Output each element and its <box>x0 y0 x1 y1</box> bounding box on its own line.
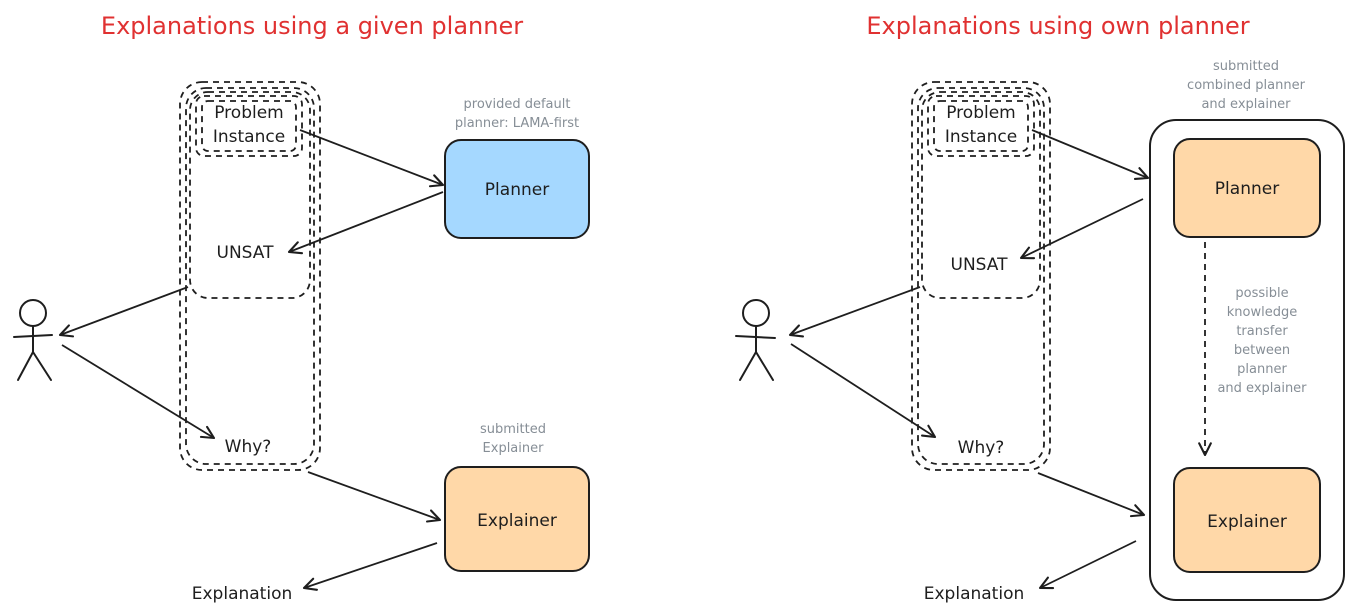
right-problem-label-2: Instance <box>945 127 1017 147</box>
right-unsat-label: UNSAT <box>951 255 1009 275</box>
right-explainer-box <box>1173 467 1321 573</box>
right-transfer-note-3: transfer <box>1236 324 1288 339</box>
left-problem-box <box>195 95 303 157</box>
right-problem-box-inner <box>933 100 1029 152</box>
left-title: Explanations using a given planner <box>101 12 523 40</box>
right-arrow-problem-to-planner <box>1031 129 1150 180</box>
left-explainer-note-1: submitted <box>480 422 546 437</box>
left-input-group <box>189 91 311 299</box>
right-explanation-label: Explanation <box>924 584 1025 604</box>
left-planner-label: Planner <box>485 180 549 200</box>
right-planner-box <box>1173 138 1321 238</box>
left-explanation-label: Explanation <box>192 584 293 604</box>
right-arrow-user-to-why <box>790 343 937 439</box>
left-explainer-note-2: Explainer <box>483 441 545 456</box>
left-arrow-problem-to-planner <box>299 129 445 188</box>
left-unsat-label: UNSAT <box>217 243 275 263</box>
right-problem-box <box>927 95 1035 157</box>
right-explainer-label: Explainer <box>1207 512 1287 532</box>
left-outer-dashed-container-inner <box>185 87 315 465</box>
left-outer-dashed-container <box>179 81 321 471</box>
right-combined-note-1: submitted <box>1213 59 1279 74</box>
right-arrow-unsat-to-user <box>788 286 921 338</box>
left-problem-box-inner <box>201 100 297 152</box>
left-planner-box <box>444 139 590 239</box>
right-transfer-note-6: and explainer <box>1217 381 1307 396</box>
right-planner-label: Planner <box>1215 179 1279 199</box>
right-combined-note-2: combined planner <box>1187 78 1306 93</box>
left-user-icon <box>13 299 53 381</box>
left-arrow-user-to-why <box>61 344 216 440</box>
left-planner-note-1: provided default <box>464 97 571 112</box>
right-combined-note-3: and explainer <box>1201 97 1291 112</box>
right-user-icon <box>735 299 776 381</box>
left-explainer-label: Explainer <box>477 511 557 531</box>
left-arrow-planner-to-unsat <box>287 191 444 255</box>
right-outer-dashed-container <box>911 81 1051 471</box>
right-problem-label-1: Problem <box>946 103 1016 123</box>
left-problem-label-1: Problem <box>214 103 284 123</box>
left-explainer-box <box>444 466 590 572</box>
left-problem-label-2: Instance <box>213 127 285 147</box>
right-transfer-note-1: possible <box>1235 286 1288 301</box>
left-why-label: Why? <box>225 437 272 457</box>
right-arrow-combined-to-explanation <box>1038 540 1137 590</box>
left-arrow-why-to-explainer <box>307 471 442 523</box>
left-arrow-explainer-to-explanation <box>302 542 438 591</box>
right-combined-container <box>1149 119 1345 601</box>
right-transfer-note-2: knowledge <box>1227 305 1297 320</box>
left-planner-note-2: planner: LAMA-first <box>455 116 579 131</box>
right-transfer-note-4: between <box>1234 343 1290 358</box>
right-transfer-note-5: planner <box>1237 362 1287 377</box>
right-arrow-planner-to-unsat <box>1019 198 1144 260</box>
right-title: Explanations using own planner <box>866 12 1249 40</box>
left-arrow-unsat-to-user <box>58 286 189 338</box>
right-arrow-why-to-combined <box>1037 472 1146 518</box>
right-why-label: Why? <box>958 438 1005 458</box>
